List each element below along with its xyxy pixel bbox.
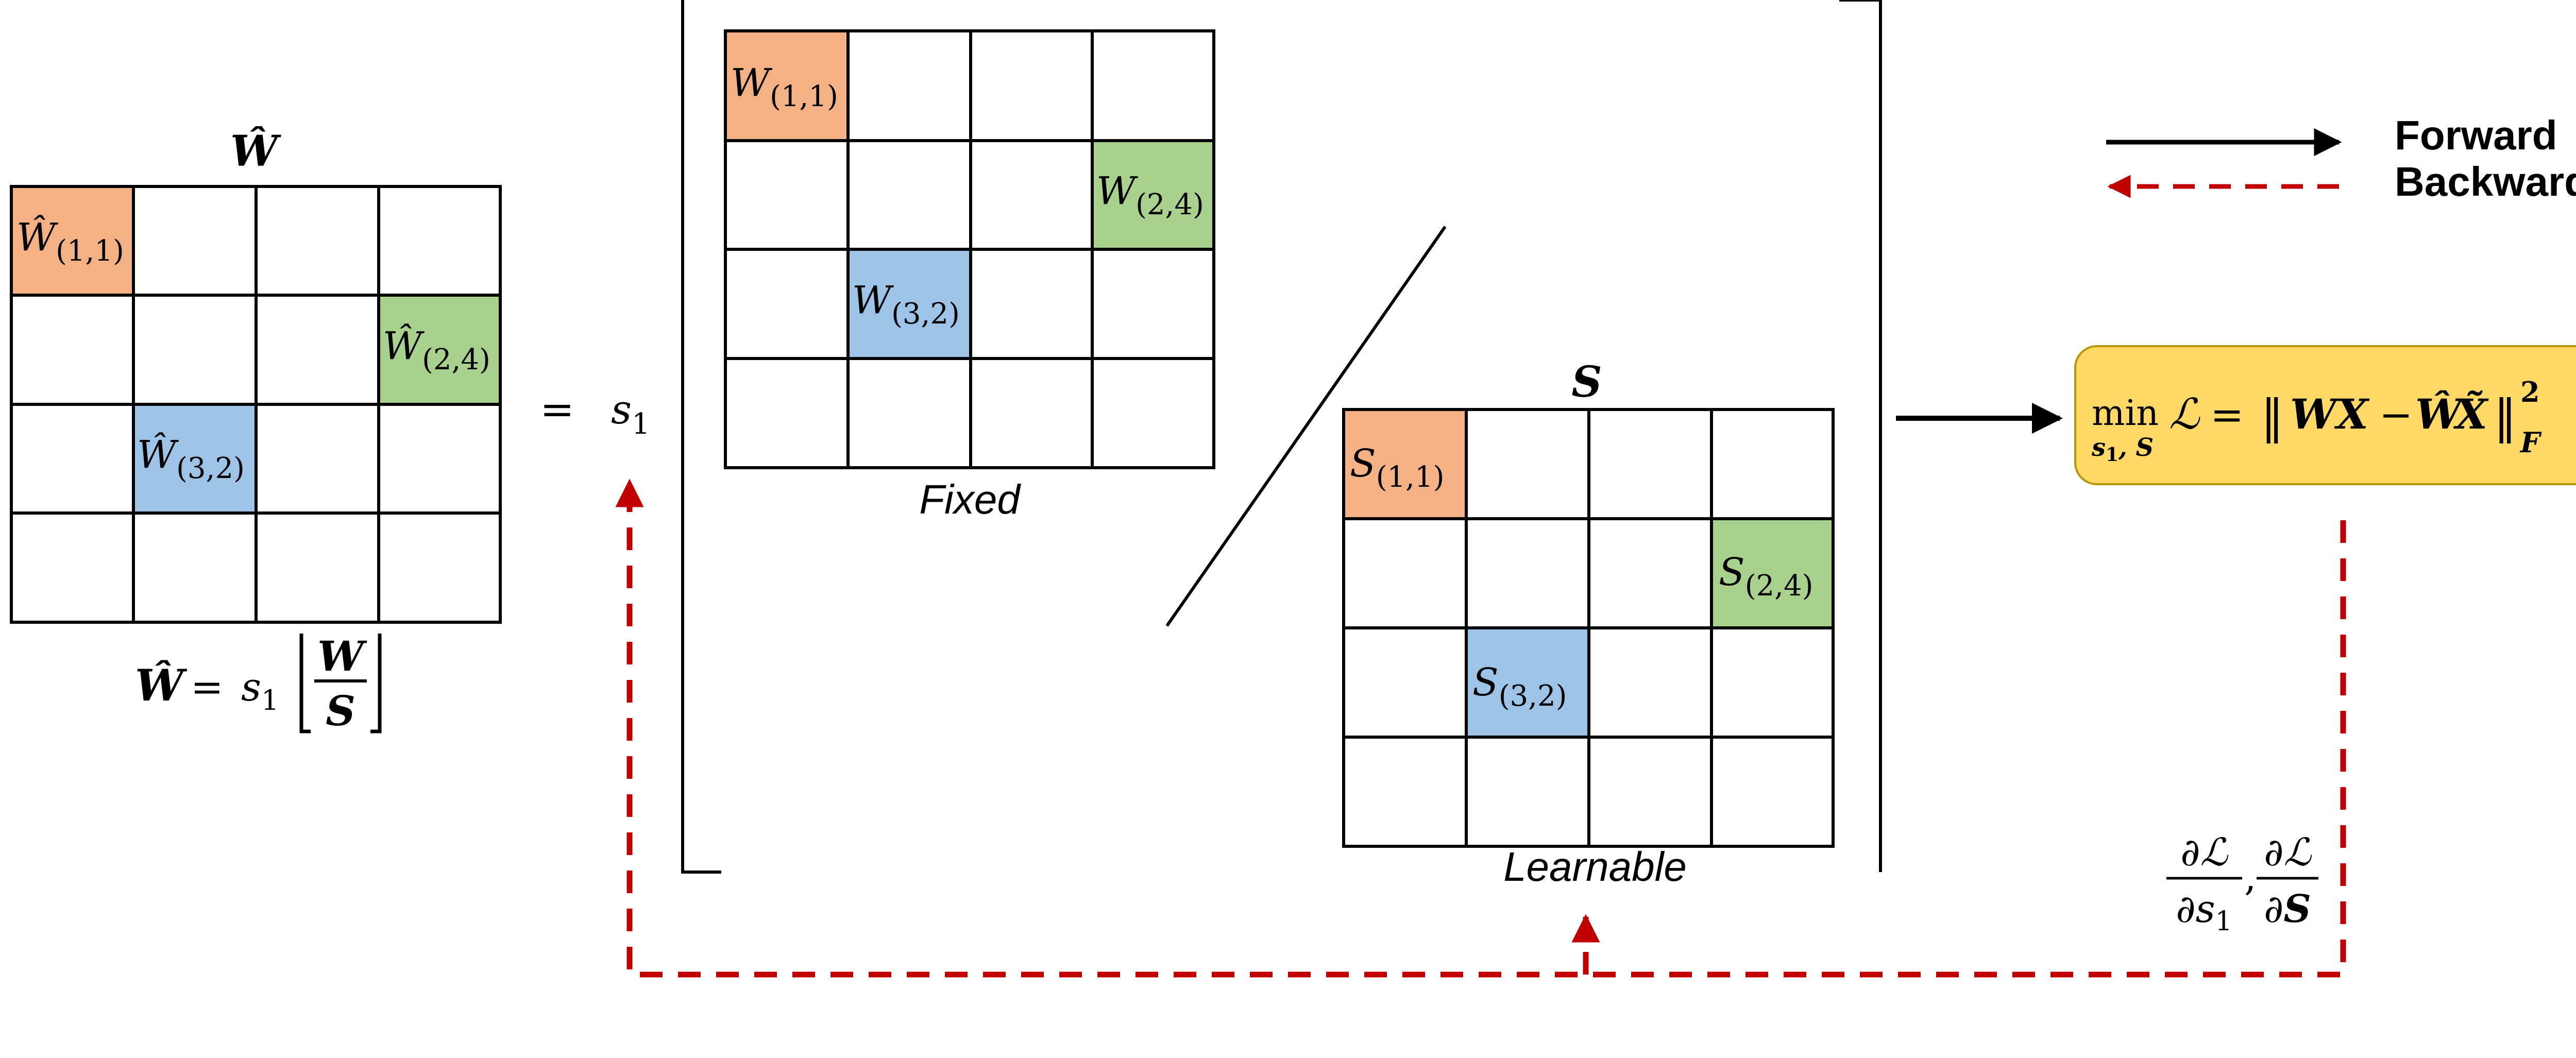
equals-sign: = xyxy=(540,385,574,433)
loss-norm-close: ‖ xyxy=(2494,390,2517,444)
equals-scale: = s1 xyxy=(540,385,650,441)
loss-formula: min s1, S ℒ = ‖ WX − Ŵ X̃ ‖ 2 F xyxy=(2091,376,2542,466)
caption-eq: = xyxy=(191,664,224,710)
left-cell-1-1-label: Ŵ(1,1) xyxy=(16,214,124,268)
loss-min: min xyxy=(2092,393,2159,434)
loss-xtilde: X̃ xyxy=(2453,389,2489,438)
outer-right-bracket xyxy=(1839,0,1882,872)
outer-floor-brackets xyxy=(681,0,1882,874)
learnable-matrix-grid xyxy=(1342,408,1835,848)
gradient-num-1: ∂ℒ xyxy=(2180,830,2228,875)
fixed-cell-1-1-label: W(1,1) xyxy=(731,61,838,113)
gradient-comma: , xyxy=(2244,855,2257,899)
caption-lhs: Ŵ xyxy=(135,660,188,711)
fixed-cell-3-2-fill xyxy=(848,249,971,359)
left-cell-1-1-fill xyxy=(11,186,133,295)
gradient-num-2: ∂ℒ xyxy=(2264,830,2312,875)
loss-superscript: 2 xyxy=(2520,376,2540,408)
left-cell-3-2-label: Ŵ(3,2) xyxy=(137,432,245,485)
loss-norm-open: ‖ xyxy=(2261,390,2284,444)
learnable-cell-2-4-label: S(2,4) xyxy=(1719,550,1813,603)
backward-gradient-path xyxy=(615,479,2346,978)
fixed-matrix-caption: Fixed xyxy=(919,476,1021,522)
fixed-cell-3-2-label: W(3,2) xyxy=(852,278,960,331)
learnable-cell-1-1-label: S(1,1) xyxy=(1350,441,1444,494)
loss-L: ℒ xyxy=(2169,390,2200,439)
backward-main-path xyxy=(615,479,2346,978)
gradient-den-1: ∂s1 xyxy=(2176,887,2232,937)
caption-denominator: S xyxy=(326,687,355,735)
fixed-cell-2-4-fill xyxy=(1092,141,1214,249)
loss-min-subscript: s1, S xyxy=(2091,433,2154,466)
learnable-cell-1-1-fill xyxy=(1344,409,1466,519)
loss-box: min s1, S ℒ = ‖ WX − Ŵ X̃ ‖ 2 F xyxy=(2074,345,2576,485)
caption-numerator: W xyxy=(317,632,367,680)
fixed-cell-1-1-fill xyxy=(725,31,848,141)
left-cell-3-2-fill xyxy=(133,404,256,513)
loss-subscript: F xyxy=(2519,426,2542,459)
fixed-cell-2-4-label: W(2,4) xyxy=(1096,169,1204,221)
fixed-matrix-grid xyxy=(724,29,1215,469)
left-matrix: Ŵ Ŵ(1,1) Ŵ(2,4) Ŵ(3,2) Ŵ = xyxy=(10,126,502,735)
caption-floor-brackets xyxy=(299,634,382,733)
left-matrix-caption: Ŵ = s1 W S xyxy=(135,632,382,735)
caption-scale: s1 xyxy=(241,664,279,716)
legend: Forward Backward xyxy=(2106,112,2576,204)
learnable-cell-2-4-fill xyxy=(1711,519,1833,628)
gradient-label: ∂ℒ ∂s1 , ∂ℒ ∂S xyxy=(2166,830,2318,937)
division-slash xyxy=(1165,226,1447,627)
legend-forward-label: Forward xyxy=(2395,112,2557,158)
learnable-matrix-caption: Learnable xyxy=(1503,844,1687,890)
left-matrix-grid xyxy=(10,185,502,624)
left-cell-2-4-label: Ŵ(2,4) xyxy=(383,323,490,377)
learnable-cell-3-2-fill xyxy=(1466,628,1589,737)
left-cell-2-4-fill xyxy=(379,295,500,404)
equals-scale-label: s1 xyxy=(611,387,650,441)
loss-wx: WX xyxy=(2290,390,2370,438)
learnable-matrix: S S(1,1) S(2,4) S(3,2) Learnable xyxy=(1342,357,1835,890)
legend-backward-label: Backward xyxy=(2395,159,2576,204)
outer-left-bracket xyxy=(681,0,721,874)
loss-box-background xyxy=(2074,345,2576,485)
gradient-den-2: ∂S xyxy=(2264,887,2311,931)
loss-minus: − xyxy=(2379,392,2413,438)
left-matrix-title: Ŵ xyxy=(230,126,281,176)
fixed-matrix: W(1,1) W(2,4) W(3,2) Fixed xyxy=(724,29,1215,522)
learnable-matrix-title: S xyxy=(1571,357,1602,407)
loss-eq: = xyxy=(2210,392,2244,438)
learnable-cell-3-2-label: S(3,2) xyxy=(1472,660,1567,713)
loss-what: Ŵ xyxy=(2415,390,2465,438)
